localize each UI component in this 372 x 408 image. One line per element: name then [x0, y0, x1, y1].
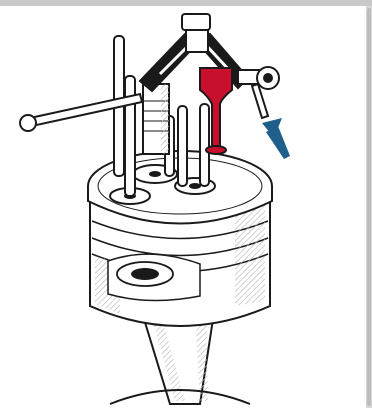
clamp-screw: [238, 67, 279, 118]
engine-illustration: [0, 6, 366, 408]
scrollbar[interactable]: [366, 6, 372, 408]
indicator-arrow: [262, 118, 290, 159]
scroll-thumb[interactable]: [367, 8, 371, 406]
compressor-spindle: [143, 84, 169, 154]
